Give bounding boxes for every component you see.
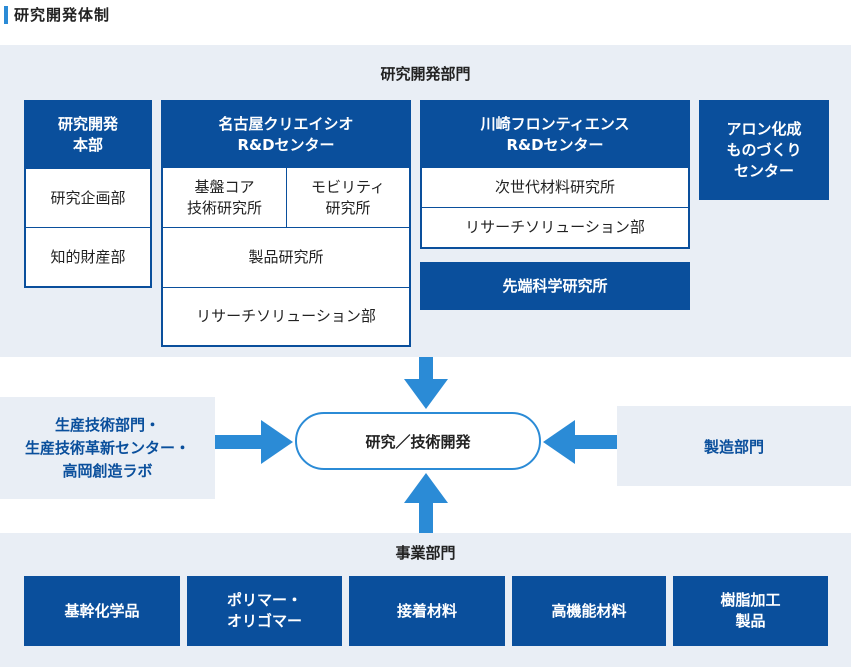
business-item-adhesives: 接着材料 (349, 576, 505, 646)
nagoya-core-lab: 基盤コア 技術研究所 (163, 168, 287, 228)
business-division-title: 事業部門 (395, 543, 456, 562)
business-item-label: 基幹化学品 (64, 601, 140, 620)
business-item-plastic-products: 樹脂加工 製品 (673, 576, 828, 646)
business-item-label-line1: ポリマー・ (226, 591, 302, 609)
nagoya-header: 名古屋クリエイシオ R&Dセンター (163, 102, 409, 168)
kawasaki-title-line1: 川崎フロンティエンス (480, 115, 630, 133)
kawasaki-header: 川崎フロンティエンス R&Dセンター (422, 102, 688, 168)
business-item-label-line1: 樹脂加工 (720, 591, 781, 609)
nagoya-product-lab: 製品研究所 (163, 228, 409, 288)
honbu-header: 研究開発 本部 (26, 102, 150, 168)
page-title: 研究開発体制 (14, 6, 111, 24)
rd-tech-development-pill: 研究／技術開発 (295, 412, 541, 470)
aron-monozukuri-center: アロン化成 ものづくり センター (699, 100, 829, 200)
nagoya-title-line2: R&Dセンター (237, 136, 335, 154)
production-tech-line1: 生産技術部門・ (54, 415, 160, 434)
core-lab-line2: 技術研究所 (186, 198, 262, 217)
nagoya-title-line1: 名古屋クリエイシオ (218, 115, 354, 133)
production-tech-box: 生産技術部門・ 生産技術革新センター・ 高岡創造ラボ (0, 397, 215, 499)
aron-line1: アロン化成 (726, 119, 802, 138)
rd-division-title: 研究開発部門 (380, 64, 471, 83)
title-accent-bar (4, 6, 8, 24)
aron-line3: センター (733, 161, 794, 180)
business-item-label-line2: 製品 (735, 612, 766, 630)
arrow-left-icon (543, 420, 617, 464)
business-item-label: 高機能材料 (551, 601, 627, 620)
business-item-basic-chemicals: 基幹化学品 (24, 576, 180, 646)
mobility-lab-line1: モビリティ (310, 177, 386, 196)
kawasaki-title-line2: R&Dセンター (506, 136, 604, 154)
business-item-label-line2: オリゴマー (226, 612, 302, 630)
arrow-right-icon (215, 420, 293, 464)
arrow-down-icon (404, 357, 448, 409)
aron-line2: ものづくり (726, 140, 802, 159)
core-lab-line1: 基盤コア (194, 177, 255, 196)
arrow-up-icon (404, 473, 448, 533)
kawasaki-research-solution: リサーチソリューション部 (422, 208, 688, 247)
production-tech-line3: 高岡創造ラボ (62, 461, 153, 480)
business-item-performance-materials: 高機能材料 (512, 576, 666, 646)
advanced-science-lab: 先端科学研究所 (420, 262, 690, 310)
mobility-lab-line2: 研究所 (325, 198, 371, 217)
honbu-title-line1: 研究開発 (57, 115, 118, 133)
honbu-item-ip: 知的財産部 (26, 228, 150, 286)
production-tech-line2: 生産技術革新センター・ (24, 438, 190, 457)
business-item-polymer-oligomer: ポリマー・ オリゴマー (187, 576, 342, 646)
nagoya-mobility-lab: モビリティ 研究所 (287, 168, 409, 228)
business-item-label: 接着材料 (396, 601, 457, 620)
honbu-item-planning: 研究企画部 (26, 168, 150, 228)
kawasaki-next-gen-lab: 次世代材料研究所 (422, 168, 688, 208)
manufacturing-box: 製造部門 (617, 406, 851, 486)
honbu-title-line2: 本部 (72, 136, 103, 154)
nagoya-research-solution: リサーチソリューション部 (163, 288, 409, 345)
